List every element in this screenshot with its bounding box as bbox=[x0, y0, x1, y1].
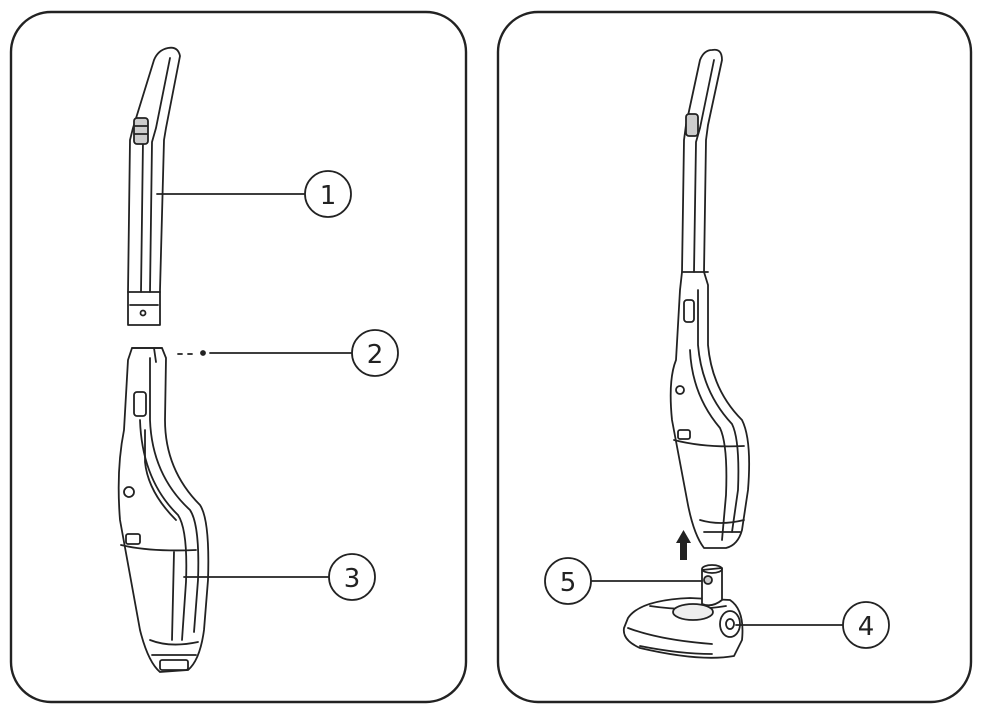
handheld-body-bin-latch bbox=[125, 533, 141, 545]
handle-button bbox=[133, 117, 149, 145]
handle-tube-pin bbox=[139, 309, 147, 317]
up-arrow-head bbox=[676, 530, 691, 543]
panel-left-frame bbox=[9, 10, 468, 704]
floor-brush-front bbox=[627, 627, 713, 655]
up-arrow-shaft bbox=[680, 542, 687, 560]
handheld-body-nozzle bbox=[149, 639, 199, 656]
up-arrow-icon bbox=[676, 530, 691, 560]
handle-tube-socket bbox=[127, 291, 161, 306]
floor-brush-wheel bbox=[719, 610, 741, 638]
callout-1-label: 1 bbox=[320, 181, 337, 211]
assembled-vacuum-bin-latch bbox=[677, 429, 691, 440]
assembled-vacuum-nozzle bbox=[699, 519, 745, 533]
assembled-vacuum bbox=[669, 48, 751, 549]
handheld-body-power bbox=[123, 486, 135, 498]
floor-brush-wheel-hub bbox=[725, 618, 735, 630]
floor-brush bbox=[622, 564, 744, 659]
callout-4-circle bbox=[842, 601, 890, 649]
handle-tube-inner bbox=[149, 57, 171, 293]
callout-2-label: 2 bbox=[367, 340, 384, 370]
callout-5-circle bbox=[544, 557, 592, 605]
handle-tube-groove bbox=[140, 139, 144, 293]
handheld-body-release bbox=[133, 391, 147, 417]
floor-brush-neck-base bbox=[672, 603, 714, 621]
handle-tube-outline bbox=[127, 46, 181, 326]
floor-brush-connector-top bbox=[701, 564, 723, 574]
handheld-body bbox=[117, 347, 210, 673]
handheld-body-inner-edge bbox=[139, 419, 188, 641]
callout-1-circle bbox=[304, 170, 352, 218]
panel-left: 1 2 3 bbox=[9, 10, 468, 704]
assembled-vacuum-handle-edge bbox=[697, 289, 740, 533]
handle-tube bbox=[127, 46, 181, 326]
panel-right: 5 4 bbox=[496, 10, 973, 704]
callout-2-circle bbox=[351, 329, 399, 377]
callout-3-label: 3 bbox=[344, 564, 361, 594]
callout-3-circle bbox=[328, 553, 376, 601]
assembled-vacuum-button bbox=[685, 113, 699, 137]
screw bbox=[177, 350, 206, 356]
assembled-vacuum-release bbox=[683, 299, 695, 323]
callout-4-label: 4 bbox=[858, 612, 875, 642]
handheld-body-handle-edge bbox=[149, 357, 200, 633]
handheld-body-grip bbox=[144, 429, 177, 521]
callout-5-label: 5 bbox=[560, 568, 577, 598]
panel-right-frame bbox=[496, 10, 973, 704]
floor-brush-connector-button bbox=[703, 575, 713, 585]
handheld-body-bin-side bbox=[171, 551, 175, 641]
assembled-vacuum-outline bbox=[669, 48, 751, 549]
handheld-body-top bbox=[131, 347, 163, 363]
assembled-vacuum-bin-top bbox=[673, 439, 745, 448]
handheld-body-bin-top bbox=[120, 544, 197, 552]
handheld-body-nozzle-tip bbox=[159, 659, 189, 671]
assembled-vacuum-inner-edge bbox=[689, 349, 728, 541]
screw-head bbox=[200, 350, 206, 356]
assembled-vacuum-power bbox=[675, 385, 685, 395]
